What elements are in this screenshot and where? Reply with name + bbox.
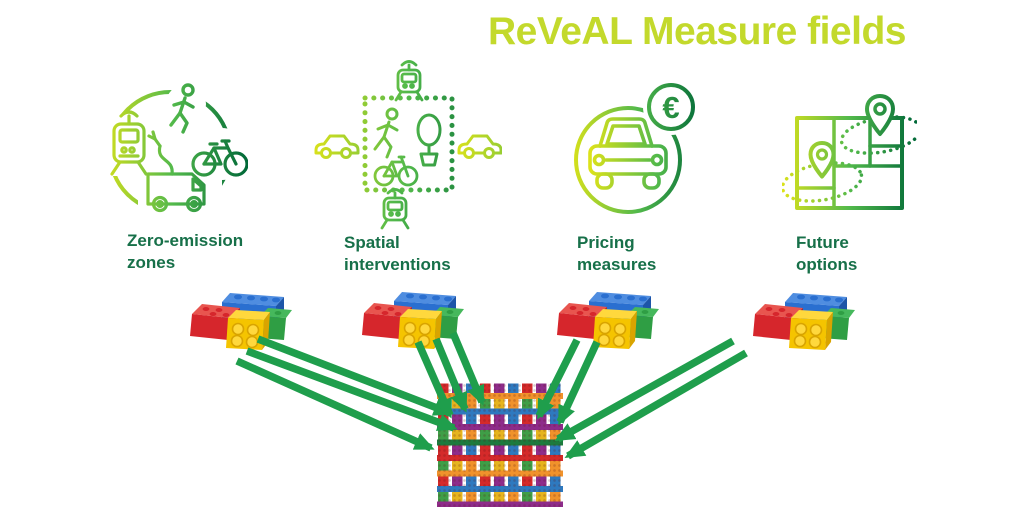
lego-bricks-cluster	[553, 287, 665, 351]
page-title: ReVeAL Measure fields	[488, 10, 906, 53]
field-label-pricing-measures: Pricing measures	[577, 233, 657, 275]
lego-bricks-cluster	[749, 288, 861, 352]
flow-arrow	[554, 337, 735, 443]
zero-emission-zones-icon	[102, 83, 248, 216]
dotted-zone-square	[362, 95, 455, 193]
bicycle-icon	[191, 139, 248, 177]
pedestrian-icon	[169, 83, 195, 134]
euro-symbol: €	[662, 90, 679, 125]
tram-icon	[394, 60, 424, 102]
flow-arrow	[235, 357, 435, 452]
car-front-icon	[588, 117, 668, 190]
map-pin-icon	[865, 94, 895, 136]
field-label-future-options: Future options	[796, 233, 858, 275]
tree-icon	[416, 113, 442, 167]
map-pin-icon	[808, 141, 836, 179]
pricing-circle	[574, 106, 682, 214]
pedestrian-icon	[373, 107, 399, 159]
car-icon	[457, 134, 502, 159]
map-icon	[795, 116, 904, 210]
pricing-measures-icon: €	[574, 82, 699, 214]
dotted-area-ellipse	[782, 161, 864, 203]
lego-bricks-cluster	[186, 288, 298, 352]
lego-weave-mosaic	[437, 383, 563, 507]
car-icon	[314, 134, 360, 159]
tram-icon	[110, 110, 148, 176]
field-label-spatial-interventions: Spatial interventions	[344, 233, 451, 275]
flow-arrow	[245, 347, 458, 432]
lego-bricks-cluster	[358, 287, 470, 351]
electric-van-icon	[146, 130, 206, 213]
future-options-icon	[782, 94, 917, 210]
flow-arrow	[564, 349, 748, 460]
bicycle-icon	[373, 155, 419, 187]
spatial-interventions-icon	[314, 60, 502, 230]
flow-arrow	[556, 340, 601, 426]
field-label-zero-emission-zones: Zero-emission zones	[127, 231, 244, 273]
tram-icon	[380, 188, 410, 230]
euro-coin-icon	[647, 83, 695, 131]
